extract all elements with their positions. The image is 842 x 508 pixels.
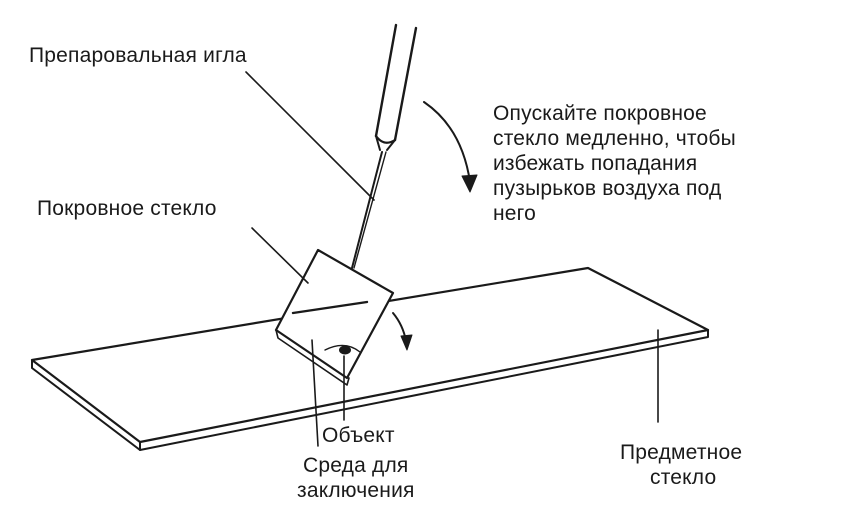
coverslip-leader-line [251,227,309,284]
lowering-arrow [423,101,478,193]
instruction-line-5: него [493,202,536,225]
instruction-line-3: избежать попадания [493,152,698,175]
instruction-text: Опускайте покровное стекло медленно, что… [493,101,736,226]
object-label: Объект [322,424,395,447]
needle-leader-line [245,71,375,201]
instruction-line-4: пузырьков воздуха под [493,177,722,200]
coverslip-motion-arrow [392,312,413,351]
needle-label: Препаровальная игла [29,44,247,67]
microscope-slide [30,266,710,451]
slide-line-2: стекло [650,466,717,489]
object-specimen [339,345,351,355]
mounting-medium-line-1: Среда для [303,454,409,477]
coverslip [274,248,395,386]
mounting-medium-line-2: заключения [297,479,415,502]
mounting-medium-drop [324,344,361,353]
slide-line-1: Предметное [620,441,743,464]
medium-leader-line [311,339,319,447]
instruction-line-2: стекло медленно, чтобы [493,127,736,150]
slide-label: Предметное стекло [620,440,742,490]
coverslip-label: Покровное стекло [37,197,217,220]
coverslip-edge-line [291,300,369,315]
mounting-medium-label: Среда для заключения [297,453,415,503]
dissecting-needle [351,23,418,269]
instruction-line-1: Опускайте покровное [493,102,707,125]
